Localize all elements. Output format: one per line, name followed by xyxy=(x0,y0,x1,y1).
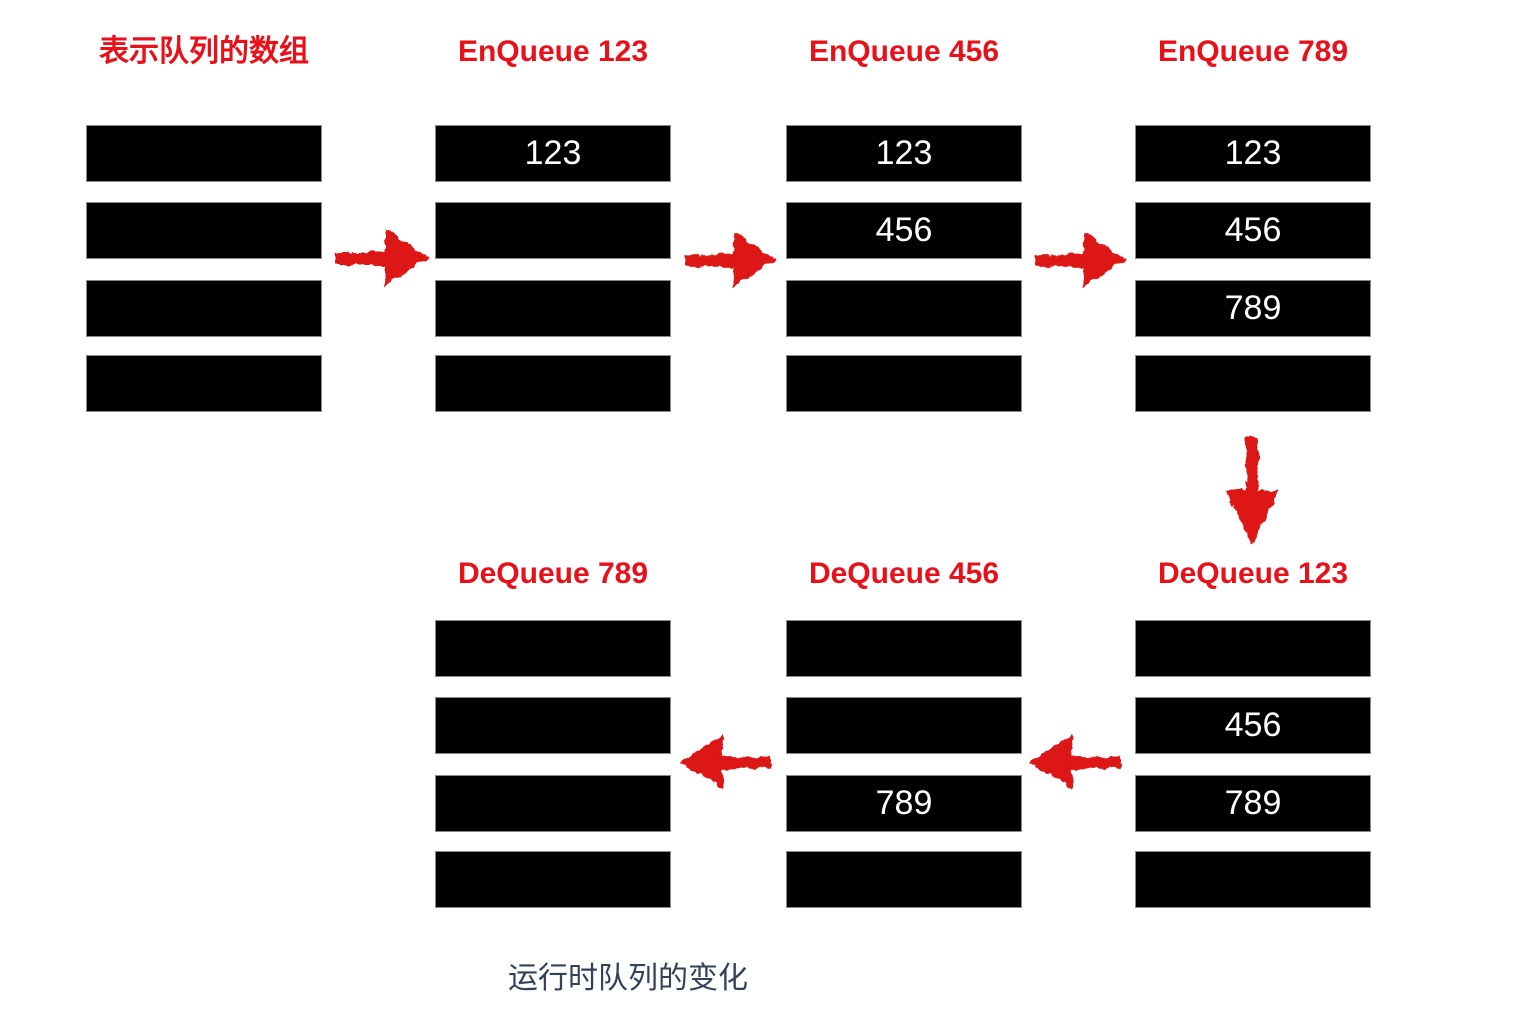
queue-column-enqueue-456: EnQueue 456 123 456 xyxy=(786,0,1022,1022)
queue-cell: 789 xyxy=(786,775,1022,832)
queue-column-enqueue-789: EnQueue 789 123 456 789 xyxy=(1135,0,1371,1022)
arrow-left-icon xyxy=(1028,734,1121,790)
queue-cell xyxy=(786,355,1022,412)
arrow-right-icon xyxy=(685,232,777,288)
queue-cell: 456 xyxy=(786,202,1022,259)
queue-cell xyxy=(86,280,322,337)
queue-cell: 123 xyxy=(786,125,1022,182)
queue-cell xyxy=(435,851,671,908)
queue-cell xyxy=(786,280,1022,337)
queue-column-dequeue-456: DeQueue 456 789 xyxy=(786,0,1022,1022)
queue-cell xyxy=(435,280,671,337)
column-title: EnQueue 123 xyxy=(457,35,649,68)
queue-cell xyxy=(435,202,671,259)
queue-cell xyxy=(435,775,671,832)
column-title: DeQueue 456 xyxy=(808,557,1000,590)
queue-cell xyxy=(435,697,671,754)
queue-cell: 123 xyxy=(1135,125,1371,182)
queue-column-array: 表示队列的数组 xyxy=(86,0,322,1022)
queue-cell: 789 xyxy=(1135,775,1371,832)
queue-column-dequeue-789: DeQueue 789 xyxy=(435,0,671,1022)
arrow-down-icon xyxy=(1225,437,1279,545)
arrow-left-icon xyxy=(679,734,771,790)
queue-cell xyxy=(1135,851,1371,908)
queue-cell: 123 xyxy=(435,125,671,182)
queue-cell: 456 xyxy=(1135,697,1371,754)
queue-cell xyxy=(86,355,322,412)
queue-cell xyxy=(1135,620,1371,677)
arrow-right-icon xyxy=(336,230,429,286)
column-title: DeQueue 789 xyxy=(457,557,649,590)
queue-cell xyxy=(86,202,322,259)
column-title: 表示队列的数组 xyxy=(99,35,309,68)
queue-cell xyxy=(786,697,1022,754)
column-title: DeQueue 123 xyxy=(1157,557,1349,590)
queue-column-dequeue-123: DeQueue 123 456 789 xyxy=(1135,0,1371,1022)
queue-cell xyxy=(86,125,322,182)
queue-cell xyxy=(786,620,1022,677)
queue-cell: 456 xyxy=(1135,202,1371,259)
diagram-caption: 运行时队列的变化 xyxy=(508,962,748,995)
queue-cell xyxy=(786,851,1022,908)
queue-column-enqueue-123: EnQueue 123 123 xyxy=(435,0,671,1022)
column-title: EnQueue 789 xyxy=(1157,35,1349,68)
queue-cell xyxy=(435,355,671,412)
queue-cell xyxy=(435,620,671,677)
arrow-right-icon xyxy=(1035,232,1127,288)
queue-cell: 789 xyxy=(1135,280,1371,337)
queue-cell xyxy=(1135,355,1371,412)
column-title: EnQueue 456 xyxy=(808,35,1000,68)
